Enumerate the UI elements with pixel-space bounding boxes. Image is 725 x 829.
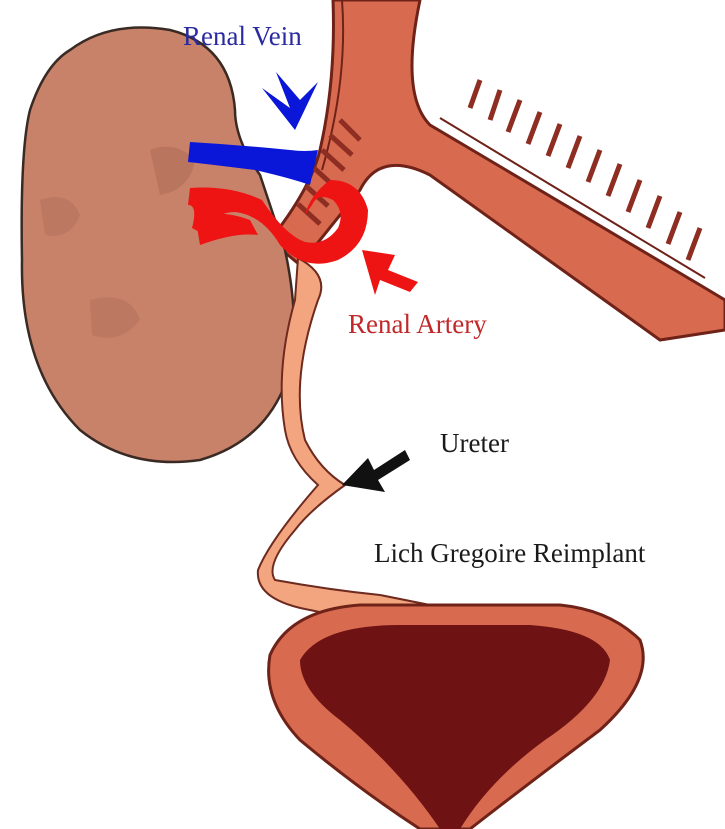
renal-artery-label: Renal Artery <box>348 309 487 339</box>
reimplant-label: Lich Gregoire Reimplant <box>374 538 646 568</box>
renal-vein-label: Renal Vein <box>183 21 302 51</box>
ureter-label: Ureter <box>440 428 509 458</box>
